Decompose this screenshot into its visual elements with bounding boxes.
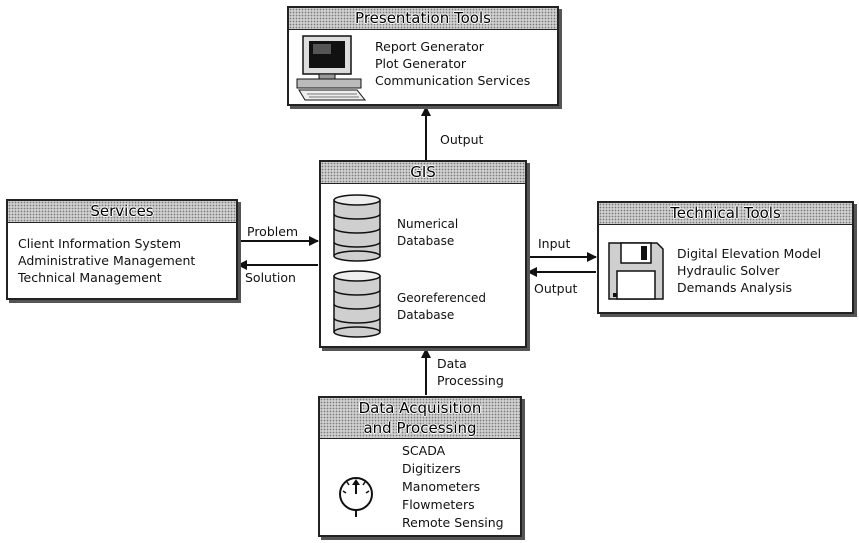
presentation-item-plot-generator: Plot Generator xyxy=(375,56,467,71)
technical-items: Digital Elevation Model Hydraulic Solver… xyxy=(677,245,821,296)
services-item-client-information-system: Client Information System xyxy=(18,236,182,251)
services-items: Client Information System Administrative… xyxy=(18,235,195,286)
services-title: Services xyxy=(8,201,236,223)
acquisition-item-scada: SCADA xyxy=(402,443,446,458)
presentation-tools-title: Presentation Tools xyxy=(289,8,557,30)
label-output-top: Output xyxy=(440,132,484,147)
data-acquisition-title: Data Acquisition and Processing xyxy=(320,398,520,439)
gis-title: GIS xyxy=(321,162,525,184)
georeferenced-database-label: Georeferenced Database xyxy=(397,291,486,322)
gauge-icon xyxy=(339,477,373,517)
label-output-right: Output xyxy=(534,281,578,296)
services-box: Services Client Information System Admin… xyxy=(6,199,238,300)
computer-icon xyxy=(296,35,367,101)
presentation-items: Report Generator Plot Generator Communic… xyxy=(375,38,530,89)
gis-box: GIS Numerical Database Georeferenced Dat… xyxy=(319,160,527,348)
technical-tools-box: Technical Tools Digital Elevation Model … xyxy=(597,201,854,314)
presentation-item-report-generator: Report Generator xyxy=(375,39,484,54)
label-data-processing-2: Processing xyxy=(437,373,504,388)
services-item-administrative-management: Administrative Management xyxy=(18,253,196,268)
technical-item-hydraulic-solver: Hydraulic Solver xyxy=(677,263,780,278)
label-input: Input xyxy=(538,236,571,251)
presentation-tools-box: Presentation Tools Report Generator Plot… xyxy=(287,6,559,106)
label-data-processing-1: Data xyxy=(437,356,467,371)
label-problem: Problem xyxy=(247,224,299,239)
data-acquisition-box: Data Acquisition and Processing SCADA Di… xyxy=(318,396,522,537)
georeferenced-database-icon xyxy=(333,270,381,338)
presentation-item-communication-services: Communication Services xyxy=(375,73,531,88)
technical-tools-title: Technical Tools xyxy=(599,203,852,225)
numerical-database-label: Numerical Database xyxy=(397,217,459,248)
acquisition-item-manometers: Manometers xyxy=(402,479,481,494)
acquisition-item-remote-sensing: Remote Sensing xyxy=(402,515,504,530)
label-solution: Solution xyxy=(245,270,296,285)
technical-item-demands-analysis: Demands Analysis xyxy=(677,280,792,295)
services-item-technical-management: Technical Management xyxy=(18,270,162,285)
acquisition-item-flowmeters: Flowmeters xyxy=(402,497,475,512)
numerical-database-icon xyxy=(333,194,381,262)
floppy-disk-icon xyxy=(608,242,664,300)
acquisition-items: SCADA Digitizers Manometers Flowmeters R… xyxy=(402,442,504,532)
technical-item-digital-elevation-model: Digital Elevation Model xyxy=(677,246,822,261)
acquisition-item-digitizers: Digitizers xyxy=(402,461,461,476)
